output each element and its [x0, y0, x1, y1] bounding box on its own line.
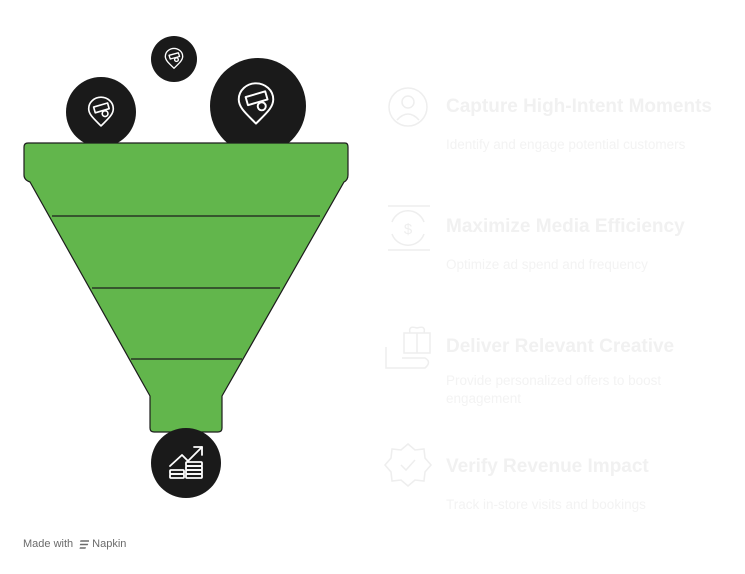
- input-circle-medium: [66, 77, 136, 147]
- revenue-growth-icon: [169, 446, 203, 479]
- credit-brand: Napkin: [92, 538, 127, 550]
- step-description: Provide personalized offers to boost eng…: [446, 373, 662, 406]
- step-description: Identify and engage potential customers: [446, 137, 686, 152]
- credit-prefix: Made with: [23, 538, 74, 550]
- user-target-icon: [388, 87, 428, 127]
- step-description: Track in-store visits and bookings: [446, 497, 646, 512]
- map-pin-icon: [164, 47, 184, 69]
- step-title: Capture High-Intent Moments: [446, 96, 712, 117]
- dollar-cycle-icon: $: [388, 205, 430, 251]
- verified-badge-icon: [384, 443, 432, 487]
- step-title: Verify Revenue Impact: [446, 456, 649, 477]
- step-title: Deliver Relevant Creative: [446, 336, 675, 357]
- funnel: [23, 142, 349, 433]
- svg-text:$: $: [404, 221, 413, 238]
- napkin-logo-icon: [79, 539, 90, 549]
- map-pin-icon: [87, 96, 115, 127]
- step-description: Optimize ad spend and frequency: [446, 257, 648, 272]
- map-pin-icon: [237, 82, 275, 125]
- input-circle-small: [151, 36, 197, 82]
- step-title: Maximize Media Efficiency: [446, 216, 685, 237]
- napkin-credit[interactable]: Made with Napkin: [23, 538, 126, 550]
- input-circle-large: [210, 58, 306, 154]
- output-circle: [151, 428, 221, 498]
- gift-hand-icon: [385, 326, 431, 369]
